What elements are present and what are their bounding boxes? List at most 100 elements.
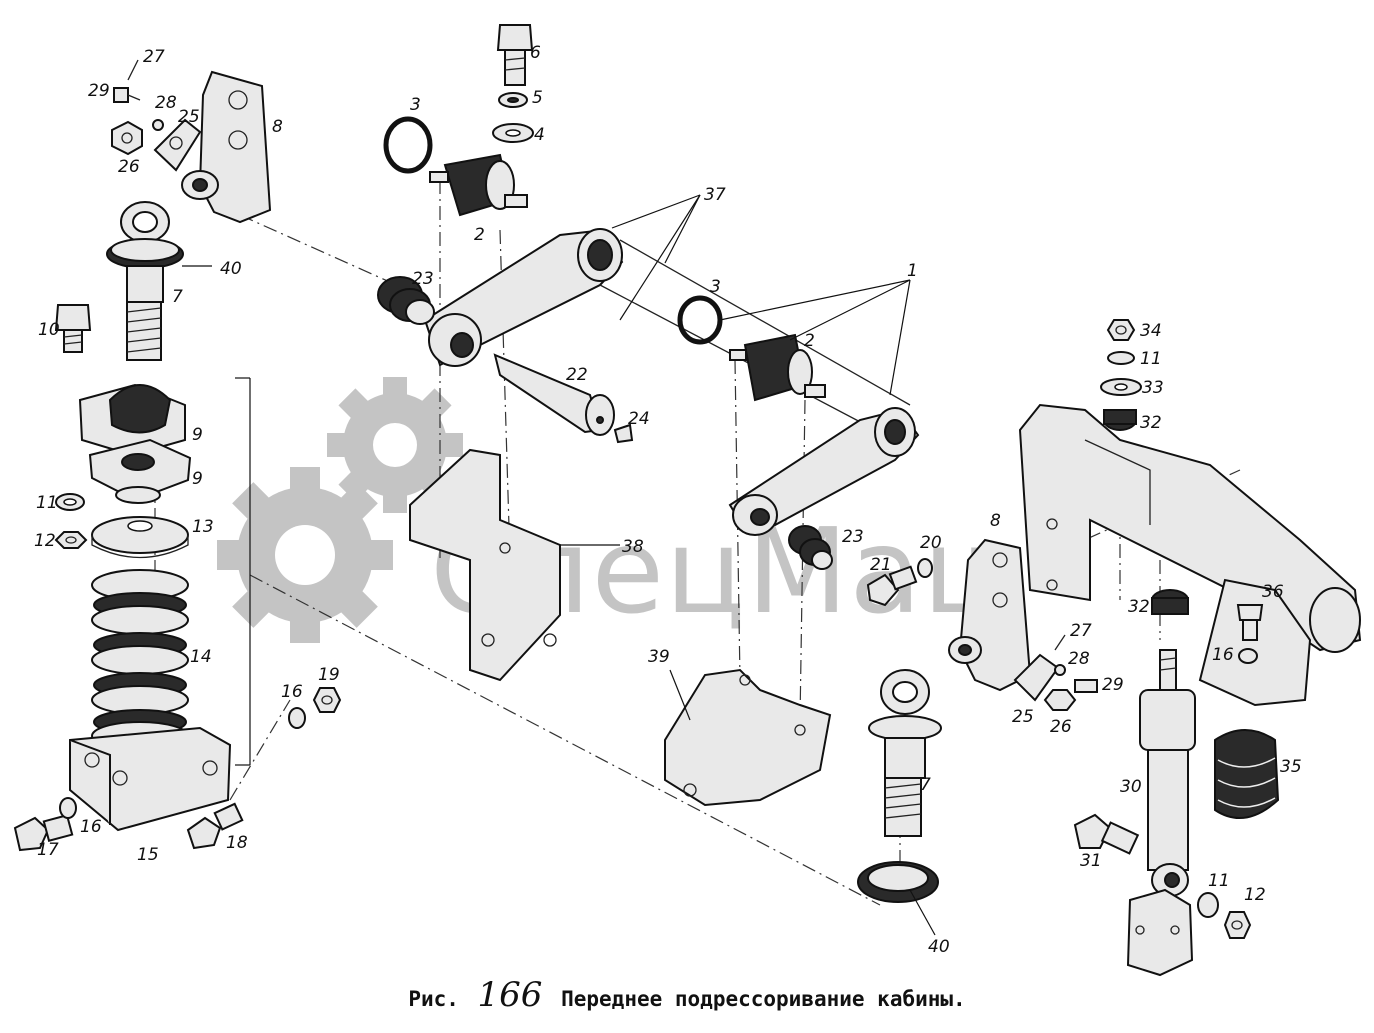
pad-40-right <box>857 861 939 903</box>
callout: 23 <box>842 527 864 547</box>
callout: 30 <box>1120 777 1142 797</box>
watermark: СпецМаш <box>217 377 1031 643</box>
callout: 1 <box>907 261 918 281</box>
bracket-8-left <box>181 70 272 224</box>
callout: 14 <box>190 647 212 667</box>
frame-crossmember <box>1018 403 1362 653</box>
eye-bolt-7-left <box>106 201 184 361</box>
bolt-31 <box>1073 813 1140 855</box>
callout: 29 <box>88 81 110 101</box>
bracket-hardware-left <box>111 59 202 172</box>
washer-11-left <box>55 493 85 511</box>
bracket-hardware-right <box>1013 634 1098 711</box>
callout: 9 <box>192 469 203 489</box>
callout: 25 <box>1012 707 1034 727</box>
callout: 24 <box>628 409 650 429</box>
coil-spring-14 <box>91 569 189 751</box>
callout: 11 <box>1208 871 1230 891</box>
snap-ring-3-right <box>677 295 723 345</box>
left-suspension-assembly <box>13 59 342 852</box>
washer-16-upper-right <box>1238 648 1258 664</box>
disc-13 <box>91 516 189 559</box>
callout: 26 <box>1050 717 1072 737</box>
callout: 12 <box>1244 885 1266 905</box>
callout: 8 <box>990 511 1001 531</box>
washer-16-right <box>288 707 306 729</box>
callout: 21 <box>870 555 892 575</box>
callout: 22 <box>566 365 588 385</box>
nut-12-left <box>54 531 88 549</box>
callout: 36 <box>1262 582 1284 602</box>
callout: 7 <box>920 775 931 795</box>
callout: 16 <box>281 682 303 702</box>
callout: 32 <box>1140 413 1162 433</box>
washer-11-bottom <box>1197 892 1219 918</box>
callout: 26 <box>118 157 140 177</box>
callout: 3 <box>410 95 421 115</box>
callout: 37 <box>704 185 726 205</box>
grease-fitting-24 <box>613 423 634 444</box>
callout: 16 <box>1212 645 1234 665</box>
washer-4 <box>492 123 534 143</box>
washer-5 <box>498 92 528 108</box>
figure-number: 166 <box>477 975 543 1015</box>
rubber-mount-9 <box>78 383 192 504</box>
callout: 2 <box>804 331 815 351</box>
callout: 28 <box>155 93 177 113</box>
callout: 31 <box>1080 851 1102 871</box>
bushing-2-right <box>729 333 826 402</box>
callouts: 27 29 28 25 26 8 40 7 10 9 9 11 12 13 14… <box>34 43 1302 957</box>
callout: 7 <box>172 287 183 307</box>
snap-ring-3-top <box>383 116 433 174</box>
bracket-15 <box>69 726 232 832</box>
callout: 11 <box>1140 349 1162 369</box>
caption-title: Переднее подрессоривание кабины. <box>561 987 966 1011</box>
washer-20 <box>917 558 933 578</box>
callout: 32 <box>1128 597 1150 617</box>
callout: 9 <box>192 425 203 445</box>
callout: 33 <box>1142 378 1164 398</box>
callout: 27 <box>1070 621 1092 641</box>
callout: 25 <box>178 107 200 127</box>
bolt-18 <box>186 802 244 850</box>
bolt-10 <box>54 304 92 353</box>
bracket-38 <box>409 448 561 682</box>
washer-16-bottom <box>59 797 77 819</box>
rubber-bushing-23-top <box>377 276 435 325</box>
callout: 6 <box>530 43 541 63</box>
callout: 35 <box>1280 757 1302 777</box>
callout: 16 <box>80 817 102 837</box>
cushion-32-top <box>1103 409 1137 431</box>
callout: 3 <box>710 277 721 297</box>
rubber-buffer-35 <box>1214 729 1280 819</box>
callout: 18 <box>226 833 248 853</box>
eye-bolt-7-right <box>868 669 942 837</box>
bolt-6 <box>496 24 534 86</box>
shock-absorber-30 <box>1126 649 1196 977</box>
arm-37 <box>423 228 911 436</box>
callout: 23 <box>412 269 434 289</box>
watermark-gear-large-icon <box>217 467 393 643</box>
washer-33 <box>1100 378 1142 396</box>
pin-22 <box>493 353 615 436</box>
callout: 2 <box>474 225 485 245</box>
callout: 20 <box>920 533 942 553</box>
callout: 4 <box>534 125 545 145</box>
callout: 19 <box>318 665 340 685</box>
nut-34 <box>1106 319 1136 341</box>
nut-19 <box>312 687 342 713</box>
bolt-17 <box>13 814 74 852</box>
callout: 29 <box>1102 675 1124 695</box>
callout: 8 <box>272 117 283 137</box>
callout: 13 <box>192 517 214 537</box>
lever-1 <box>728 407 920 536</box>
callout: 11 <box>36 493 58 513</box>
callout: 40 <box>220 259 242 279</box>
figure-caption: Рис. 166 Переднее подрессоривание кабины… <box>0 975 1374 1015</box>
washer-11-top <box>1107 351 1135 365</box>
callout: 27 <box>143 47 165 67</box>
cushion-32-lower <box>1151 589 1189 615</box>
bracket-36 <box>1198 578 1312 707</box>
leader-lines <box>182 194 936 936</box>
